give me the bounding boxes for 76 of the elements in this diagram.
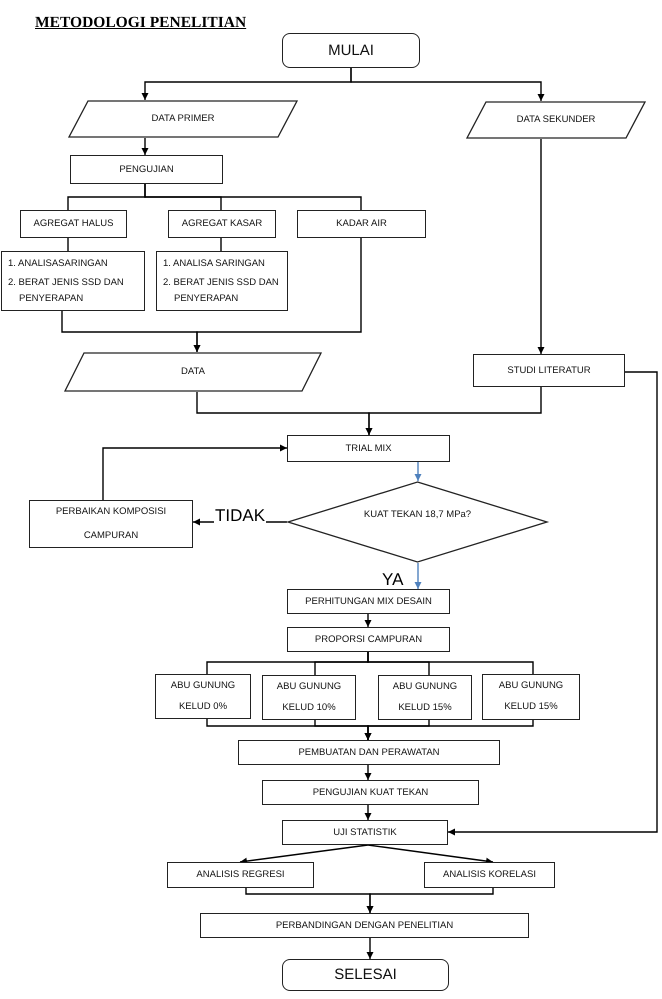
connector-arrow	[102, 444, 287, 500]
node-text: KADAR AIR	[336, 217, 387, 232]
process-box	[262, 780, 479, 805]
node-text: ABU GUNUNG KELUD 0%	[170, 678, 236, 714]
connector-arrow	[364, 614, 372, 627]
process-box	[287, 589, 450, 614]
node-text: ANALISIS REGRESI	[196, 868, 285, 882]
decision-diamond	[287, 481, 548, 563]
process-box	[378, 675, 472, 720]
process-box	[70, 155, 223, 184]
data-parallelogram	[64, 352, 322, 392]
process-box	[424, 862, 555, 888]
process-box	[287, 627, 450, 652]
connector-arrow	[350, 68, 544, 101]
node-text: MULAI	[328, 40, 374, 60]
node-text: TRIAL MIX	[345, 442, 392, 456]
connector-arrow	[194, 238, 362, 352]
process-box	[29, 500, 193, 548]
connector-arrow	[414, 462, 422, 481]
connector-arrow	[366, 938, 374, 959]
process-box	[482, 674, 580, 720]
terminal-box	[282, 959, 449, 991]
edge-label: YA	[381, 571, 404, 588]
process-box	[168, 210, 276, 238]
node-text: DATA PRIMER	[152, 112, 214, 126]
process-box	[262, 675, 356, 720]
node-text: PENGUJIAN	[119, 162, 174, 177]
process-box	[155, 674, 251, 719]
process-box	[156, 251, 288, 311]
process-box	[287, 435, 450, 462]
process-box	[297, 210, 426, 238]
node-text: PERBANDINGAN DENGAN PENELITIAN	[276, 918, 454, 933]
process-box	[473, 354, 625, 387]
connector-arrow	[538, 139, 544, 354]
node-text: 2. BERAT JENIS SSD DAN PENYERAPAN	[8, 276, 125, 306]
connector-arrow	[142, 138, 148, 155]
process-box	[167, 862, 314, 888]
connector-arrow	[414, 563, 422, 589]
connector-arrow	[366, 888, 494, 913]
node-text: ANALISIS KORELASI	[443, 868, 536, 882]
process-box	[1, 251, 145, 311]
process-box	[200, 913, 529, 938]
process-box	[20, 210, 127, 238]
node-text: STUDI LITERATUR	[507, 364, 591, 378]
node-text: ABU GUNUNG KELUD 10%	[276, 680, 342, 714]
connector-arrow	[240, 844, 368, 865]
process-box	[282, 820, 448, 845]
connector-arrow	[368, 844, 494, 865]
node-text: PERBAIKAN KOMPOSISI CAMPURAN	[54, 505, 168, 543]
edge-label: TIDAK	[214, 507, 266, 524]
connector-arrow	[364, 720, 534, 740]
node-text: PERHITUNGAN MIX DESAIN	[305, 594, 432, 609]
terminal-box	[282, 33, 420, 68]
node-text: ABU GUNUNG KELUD 15%	[392, 680, 458, 714]
node-text: KUAT TEKAN 18,7 MPa?	[364, 508, 472, 522]
node-text: DATA SEKUNDER	[516, 113, 596, 128]
node-text: AGREGAT KASAR	[182, 217, 262, 232]
node-text: 2. BERAT JENIS SSD DAN PENYERAPAN	[163, 276, 280, 306]
process-box	[238, 740, 500, 765]
node-text: AGREGAT HALUS	[34, 217, 114, 232]
node-text: 1. ANALISASARINGAN	[8, 257, 109, 272]
node-text: SELESAI	[334, 965, 397, 985]
node-text: UJI STATISTIK	[333, 826, 397, 840]
data-parallelogram	[68, 100, 298, 138]
node-text: ABU GUNUNG KELUD 15%	[498, 679, 564, 714]
node-text: PENGUJIAN KUAT TEKAN	[312, 786, 428, 800]
connector-arrow	[364, 765, 372, 780]
connector-arrow	[448, 371, 658, 836]
node-text: 1. ANALISA SARINGAN	[163, 257, 265, 272]
diagram-title: METODOLOGI PENELITIAN	[35, 14, 246, 32]
data-parallelogram	[466, 101, 646, 139]
connector-arrow	[366, 387, 542, 435]
node-text: DATA	[181, 365, 205, 380]
node-text: PROPORSI CAMPURAN	[314, 632, 422, 647]
node-text: PEMBUATAN DAN PERAWATAN	[298, 746, 440, 760]
connector-arrow	[364, 805, 372, 820]
